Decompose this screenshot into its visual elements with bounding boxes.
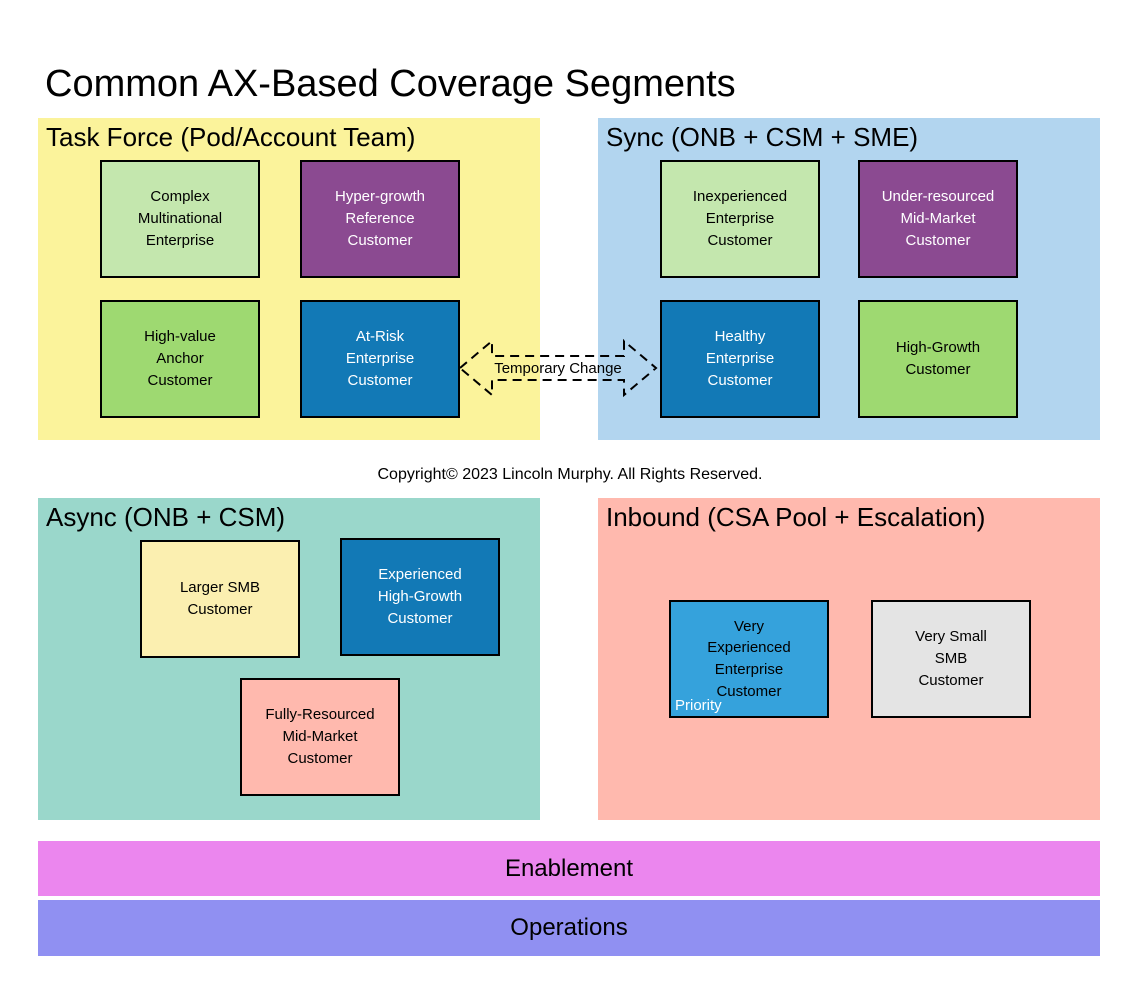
segment-experienced-high-growth-customer: Experienced High-Growth Customer: [340, 538, 500, 656]
double-arrow-icon: [458, 338, 658, 398]
priority-badge: Priority: [675, 697, 722, 714]
segment-at-risk-enterprise-customer: At-Risk Enterprise Customer: [300, 300, 460, 418]
page-title: Common AX-Based Coverage Segments: [45, 63, 736, 105]
temporary-change-arrow: Temporary Change: [458, 336, 658, 400]
segment-under-resourced-mid-market-customer: Under-resourced Mid-Market Customer: [858, 160, 1018, 278]
quadrant-sync: Sync (ONB + CSM + SME) Inexperienced Ent…: [598, 118, 1100, 440]
segment-complex-multinational-enterprise: Complex Multinational Enterprise: [100, 160, 260, 278]
enablement-bar: Enablement: [38, 841, 1100, 896]
quadrant-async-title: Async (ONB + CSM): [46, 502, 286, 532]
quadrant-task-force-title: Task Force (Pod/Account Team): [46, 122, 416, 152]
quadrant-inbound-title: Inbound (CSA Pool + Escalation): [606, 502, 986, 532]
quadrant-async: Async (ONB + CSM) Larger SMB Customer Ex…: [38, 498, 540, 820]
operations-bar: Operations: [38, 900, 1100, 956]
segment-label: Very Experienced Enterprise Customer: [707, 617, 791, 700]
segment-fully-resourced-mid-market-customer: Fully-Resourced Mid-Market Customer: [240, 678, 400, 796]
segment-healthy-enterprise-customer: Healthy Enterprise Customer: [660, 300, 820, 418]
segment-larger-smb-customer: Larger SMB Customer: [140, 540, 300, 658]
quadrant-task-force: Task Force (Pod/Account Team) Complex Mu…: [38, 118, 540, 440]
copyright-text: Copyright© 2023 Lincoln Murphy. All Righ…: [377, 466, 763, 483]
quadrant-inbound: Inbound (CSA Pool + Escalation) Very Exp…: [598, 498, 1100, 820]
segment-very-experienced-enterprise-customer: Very Experienced Enterprise Customer Pri…: [669, 600, 829, 718]
temporary-change-label: Temporary Change: [494, 359, 622, 377]
quadrant-sync-title: Sync (ONB + CSM + SME): [606, 122, 919, 152]
segment-high-growth-customer: High-Growth Customer: [858, 300, 1018, 418]
segment-very-small-smb-customer: Very Small SMB Customer: [871, 600, 1031, 718]
segment-inexperienced-enterprise-customer: Inexperienced Enterprise Customer: [660, 160, 820, 278]
segment-high-value-anchor-customer: High-value Anchor Customer: [100, 300, 260, 418]
segment-hyper-growth-reference-customer: Hyper-growth Reference Customer: [300, 160, 460, 278]
